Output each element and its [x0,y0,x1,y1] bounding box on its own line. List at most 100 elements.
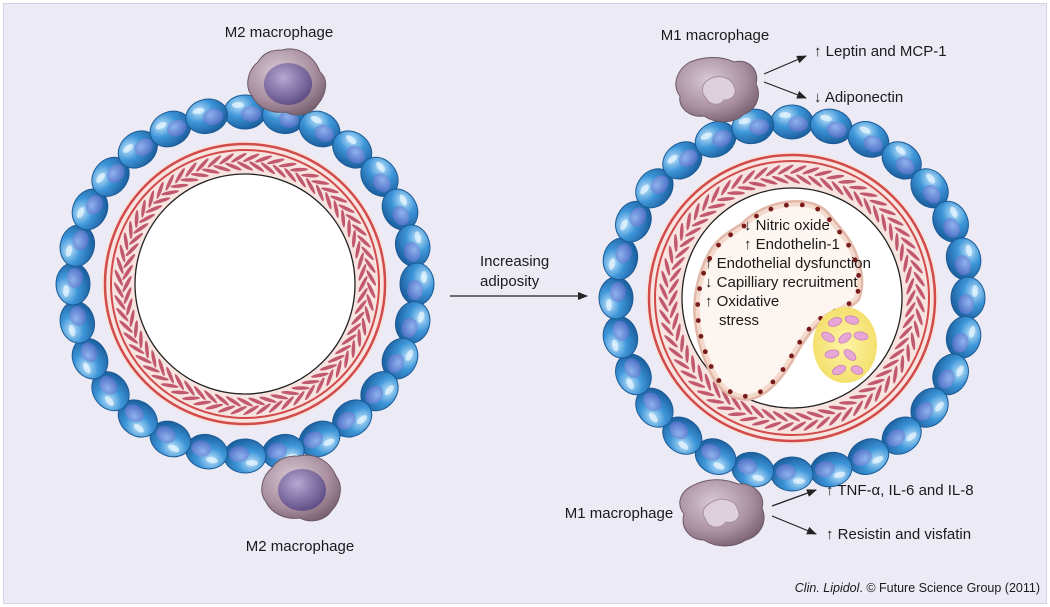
smooth-muscle-cell [319,364,338,371]
smooth-muscle-cell [134,210,139,228]
adipocyte [910,387,949,428]
adipocyte [731,108,775,145]
endothelial-nucleus [742,393,748,399]
smooth-muscle-cell [673,234,678,252]
smooth-muscle-cell [659,309,671,325]
smooth-muscle-cell [661,270,669,288]
smooth-muscle-cell [123,253,136,269]
smooth-muscle-cell [680,334,685,353]
smooth-muscle-cell [668,278,679,294]
top-effect-arrow-down [763,81,807,99]
smooth-muscle-cell [201,168,220,174]
smooth-muscle-cell [128,344,145,354]
smooth-muscle-cell [290,167,308,172]
endothelial-nucleus [727,389,733,395]
adipocyte [149,420,192,458]
smooth-muscle-cell [123,232,129,251]
smooth-muscle-cell [806,411,824,418]
adipocyte [662,416,703,455]
smooth-muscle-cell [894,337,909,350]
smooth-muscle-cell [838,179,856,184]
smooth-muscle-cell [915,308,923,326]
smooth-muscle-cell [730,395,742,411]
m1-macrophage-nucleus [702,498,740,528]
bottom-effect-1: ↑ TNF-α, IL-6 and IL-8 [826,482,974,499]
smooth-muscle-cell [685,227,702,237]
adipocyte [332,130,373,169]
smooth-muscle-cell [344,350,349,369]
smooth-muscle-cell [900,355,905,374]
right-bottom-m1-macrophage [679,479,765,547]
adipocyte [602,237,639,281]
smooth-muscle-cell [119,320,133,333]
smooth-muscle-cell [204,390,218,404]
adipocyte [945,315,982,359]
smooth-muscle-cell [831,181,844,196]
smooth-muscle-cell [330,195,348,203]
smooth-muscle-cell [691,218,709,227]
smooth-muscle-cell [902,314,915,329]
smooth-muscle-cell [859,192,878,197]
smooth-muscle-cell [152,197,171,204]
smooth-muscle-cell [141,199,146,218]
smooth-muscle-cell [357,288,368,304]
smooth-muscle-cell [138,213,155,223]
smooth-muscle-cell [706,399,725,404]
red-blood-cells [821,315,869,376]
adipocyte [117,130,158,169]
smooth-muscle-cell [335,345,352,355]
credit-rest: . © Future Science Group (2011) [859,581,1040,595]
red-blood-cell [827,317,843,327]
right-smooth-muscle-layer [658,164,926,432]
smooth-muscle-cell [114,269,123,286]
smooth-muscle-cell [144,340,149,359]
smooth-muscle-cell [661,322,674,336]
smooth-muscle-cell [669,301,678,319]
smooth-muscle-cell [697,364,703,383]
smooth-muscle-cell [874,384,882,402]
adipocyte [950,276,986,320]
inner-effect-6: stress [719,312,759,329]
smooth-muscle-cell [721,388,731,405]
smooth-muscle-cell [906,290,916,306]
endothelial-nucleus [780,367,786,372]
smooth-muscle-cell [685,345,689,363]
smooth-muscle-cell [915,283,926,300]
smooth-muscle-cell [752,419,770,426]
endothelial-nucleus [741,223,747,229]
smooth-muscle-cell [125,243,139,257]
smooth-muscle-cell [673,359,690,369]
adipocyte [185,98,229,135]
smooth-muscle-cell [185,162,197,177]
smooth-muscle-cell [772,411,788,422]
transition-label-line2: adiposity [480,273,540,290]
smooth-muscle-cell [889,348,905,360]
smooth-muscle-cell [156,181,164,199]
smooth-muscle-cell [712,381,721,399]
smooth-muscle-cell [354,299,367,315]
endothelial-nucleus [698,333,704,339]
smooth-muscle-cell [777,164,794,175]
smooth-muscle-cell [259,396,277,403]
smooth-muscle-cell [256,403,271,415]
smooth-muscle-cell [849,394,868,399]
red-blood-cell [850,365,864,375]
smooth-muscle-cell [122,264,133,280]
smooth-muscle-cell [225,396,241,407]
adipocyte [731,451,775,488]
smooth-muscle-cell [196,158,209,172]
smooth-muscle-cell [839,401,857,405]
smooth-muscle-cell [116,257,124,274]
smooth-muscle-cell [784,412,800,422]
credit-journal: Clin. Lipidol [795,581,861,595]
smooth-muscle-cell [903,254,909,273]
endothelial-nucleus [695,318,701,323]
smooth-muscle-cell [205,403,224,410]
smooth-muscle-cell [679,222,684,241]
smooth-muscle-cell [817,409,836,415]
inner-effect-3: ↑ Endothelial dysfunction [705,255,871,272]
smooth-muscle-cell [184,380,195,396]
smooth-muscle-cell [361,246,374,261]
smooth-muscle-cell [668,290,678,306]
smooth-muscle-cell [266,158,285,165]
